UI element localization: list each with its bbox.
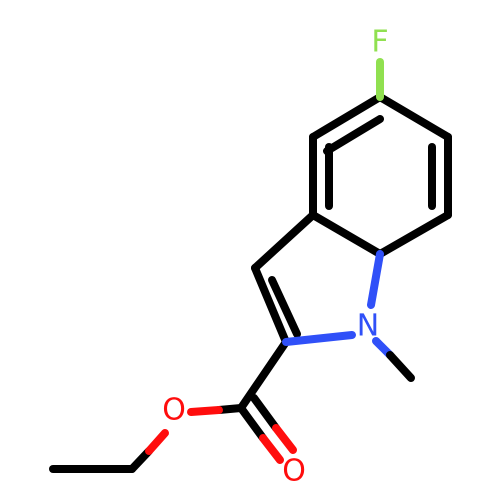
bond-c3a-c7a: [309, 211, 384, 258]
bond-c2-ccarbonyl: [237, 338, 290, 412]
atom-ester-oxygen: O: [162, 393, 186, 428]
bond-ch2-oester-o: [145, 429, 169, 455]
bond-c4-c5-inner: [323, 115, 384, 155]
bond-ccarbonyl-ocarbonyl-c1: [237, 404, 267, 442]
bond-ccarbonyl-ocarbonyl-c2: [250, 394, 280, 432]
atom-nitrogen: N: [357, 309, 379, 344]
bond-c3a-c3: [251, 211, 317, 272]
carbon-bonds: [49, 93, 452, 473]
bond-c3-c2-inner: [268, 276, 301, 338]
bond-c3-c2: [251, 264, 290, 346]
bond-c5-c6: [376, 93, 452, 141]
bond-ccarbonyl-ocarbonyl-o1: [259, 434, 284, 464]
bond-n-ch3: [386, 351, 415, 382]
bond-c2-n: [282, 331, 356, 346]
atom-carbonyl-oxygen: O: [282, 454, 306, 489]
heteroatom-bonds: [145, 58, 415, 464]
bond-c7a-n: [367, 250, 384, 309]
atom-fluorine: F: [371, 25, 388, 60]
bond-ccarbonyl-oester-o: [187, 406, 223, 416]
bond-c5-c4: [309, 93, 384, 141]
bond-c7-c7a: [376, 211, 452, 258]
bond-ccarbonyl-ocarbonyl-o2: [272, 424, 297, 454]
bond-ch2-oester-c: [128, 447, 153, 473]
